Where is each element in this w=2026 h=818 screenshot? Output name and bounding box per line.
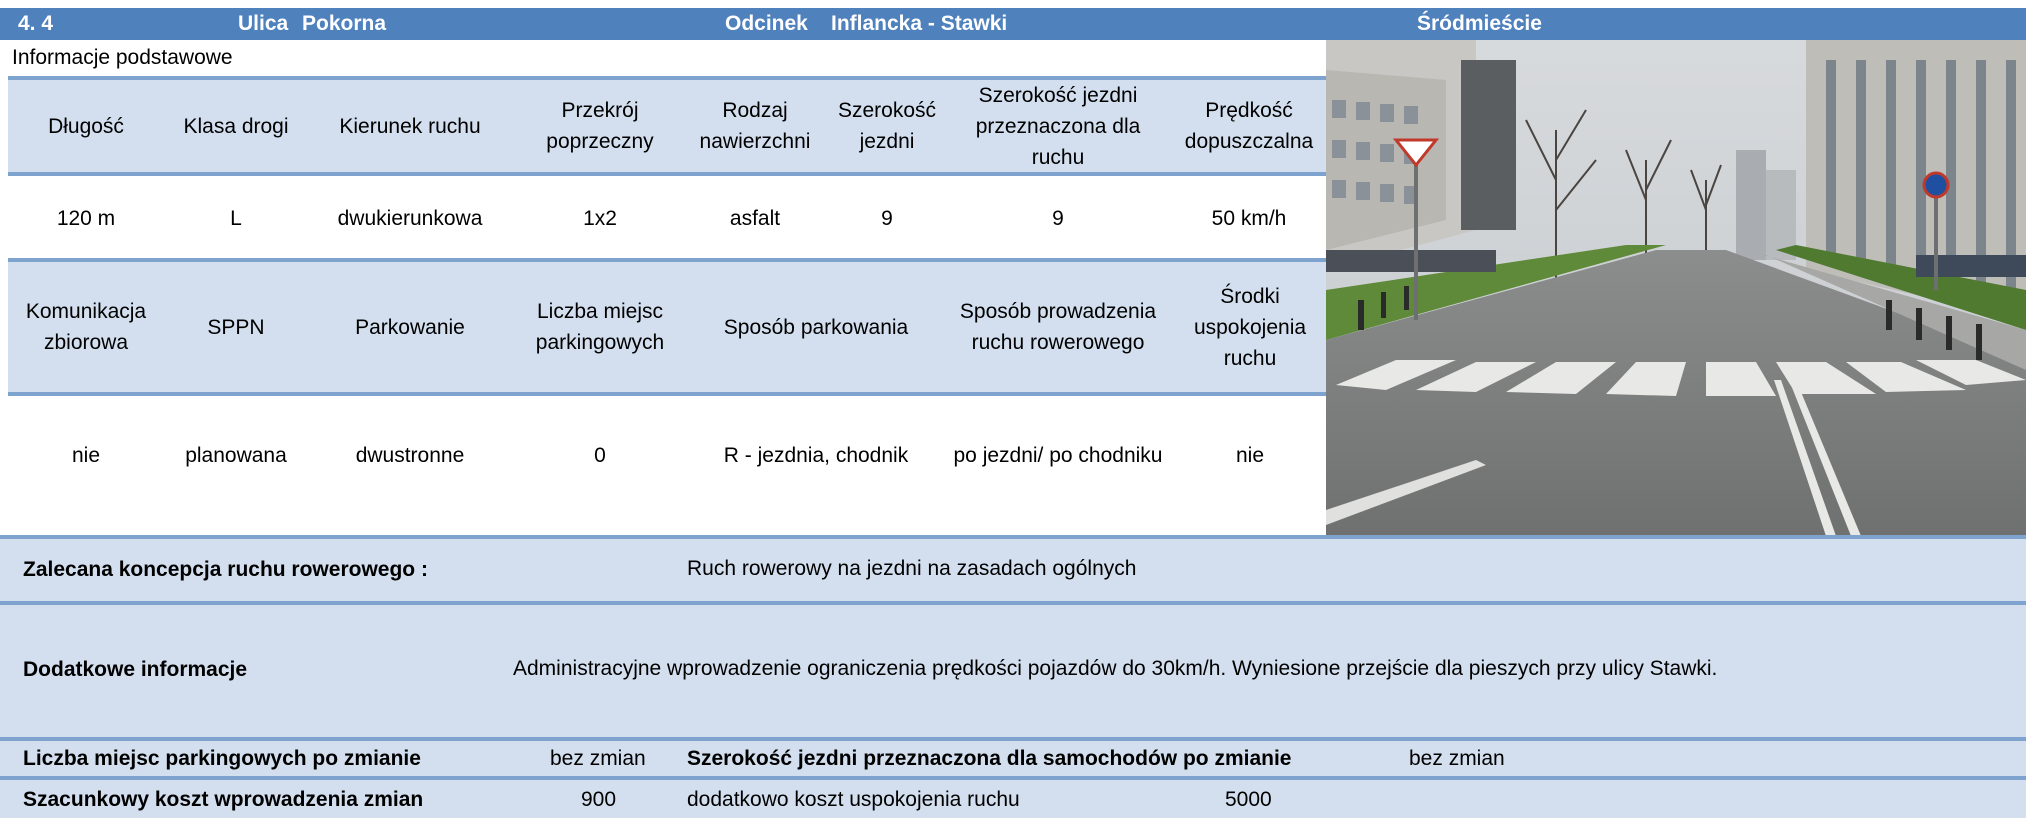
value-speed-limit: 50 km/h [1211,206,1287,230]
header-parking: Parkowanie [355,315,465,339]
header-parking-method: Sposób parkowania [723,315,909,339]
value-traffic-direction: dwukierunkowa [337,206,483,230]
value-traffic-width: 9 [1052,206,1064,230]
cost-row [0,780,2026,818]
value-parking-method: R - jezdnia, chodnik [723,443,909,467]
header-speed-limit: Prędkość dopuszczalna [1184,99,1314,153]
info-title: Informacje podstawowe [12,46,233,69]
table1-header-row [8,80,1326,172]
rule [0,776,2026,780]
extra-cost-label: dodatkowo koszt uspokojenia ruchu [687,788,1020,811]
header-length: Długość [48,114,124,138]
value-bike-routing: po jezdni/ po chodniku [953,443,1163,467]
header-sppn: SPPN [207,315,265,339]
concept-value: Ruch rowerowy na jezdni na zasadach ogól… [687,557,1137,580]
value-cross-section: 1x2 [583,206,617,230]
street-photo [1326,40,2026,536]
width-after-value: bez zmian [1409,747,1505,770]
value-road-class: L [230,206,242,230]
header-bike-routing: Sposób prowadzenia ruchu rowerowego [959,300,1157,354]
value-parking: dwustronne [355,443,465,467]
cost-label: Szacunkowy koszt wprowadzenia zmian [23,788,424,811]
rule [8,258,1326,262]
street-name: Pokorna [302,12,387,35]
street-label: Ulica [238,12,289,35]
value-traffic-calming: nie [1235,443,1265,467]
section-name: Inflancka - Stawki [831,12,1008,35]
section-number: 4. 4 [18,12,54,35]
parking-after-value: bez zmian [550,747,646,770]
parking-after-row [0,741,2026,776]
street-photo-drawing [1326,40,2026,536]
concept-label: Zalecana koncepcja ruchu rowerowego : [23,558,428,581]
additional-value: Administracyjne wprowadzenie ograniczeni… [513,657,1718,680]
header-surface-type: Rodzaj nawierzchni [699,99,811,153]
cost-value: 900 [581,788,617,811]
header-public-transport: Komunikacja zbiorowa [25,300,147,354]
value-length: 120 m [56,206,116,230]
header-traffic-width: Szerokość jezdni przeznaczona dla ruchu [975,83,1141,169]
rule [8,172,1326,176]
width-after-label: Szerokość jezdni przeznaczona dla samoch… [687,747,1292,770]
extra-cost-value: 5000 [1225,788,1272,811]
rule [0,601,2026,605]
value-public-transport: nie [71,443,101,467]
rule [8,76,1326,80]
header-road-width: Szerokość jezdni [837,99,937,153]
header-traffic-calming: Środki uspokojenia ruchu [1193,284,1307,370]
district-name: Śródmieście [1417,12,1542,35]
header-parking-spaces: Liczba miejsc parkingowych [535,300,665,354]
parking-after-label: Liczba miejsc parkingowych po zmianie [23,747,421,770]
rule [8,392,1326,396]
value-surface-type: asfalt [729,206,781,230]
header-traffic-direction: Kierunek ruchu [339,114,481,138]
rule [0,737,2026,741]
header-road-class: Klasa drogi [183,114,289,138]
header-bar: 4. 4 Ulica Pokorna Odcinek Inflancka - S… [0,8,2026,40]
rule [0,535,2026,539]
value-road-width: 9 [881,206,893,230]
value-parking-spaces: 0 [594,443,606,467]
section-label: Odcinek [725,12,808,35]
concept-row [0,539,2026,601]
value-sppn: planowana [185,443,287,467]
header-cross-section: Przekrój poprzeczny [546,99,654,153]
table2-header-row [8,262,1326,392]
additional-label: Dodatkowe informacje [23,658,248,681]
additional-row [0,605,2026,737]
